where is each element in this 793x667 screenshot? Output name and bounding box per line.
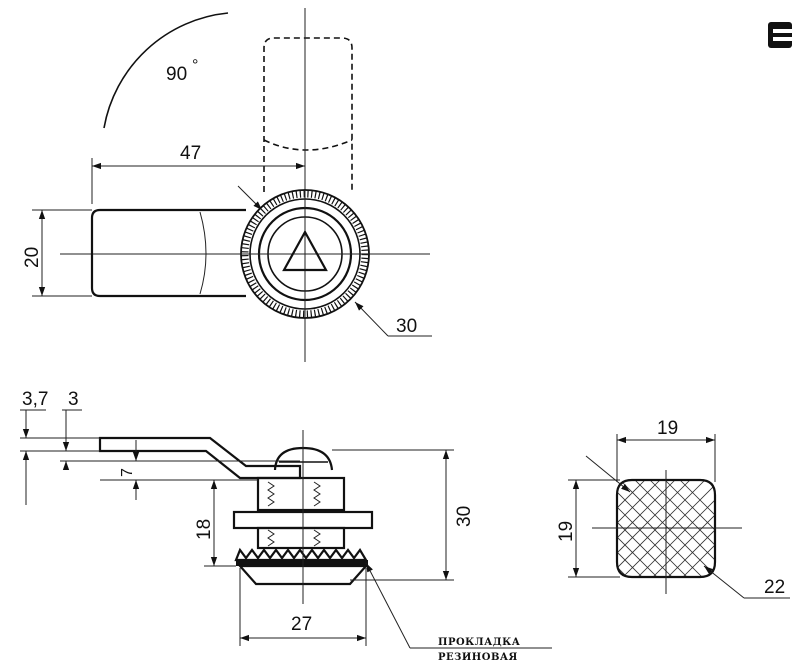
thread-marks-left <box>267 481 275 547</box>
lever-drop-label: 7 <box>119 468 136 477</box>
thread-marks-right <box>313 481 321 547</box>
lock-body-upper <box>256 476 346 512</box>
section-view: 19 19 22 <box>556 418 790 599</box>
lever-length-label: 47 <box>180 143 201 164</box>
lever-outline <box>90 208 246 298</box>
top-view: 90 ° 47 20 30 <box>22 8 432 362</box>
lever-width-label: 20 <box>22 247 43 268</box>
gasket-label-line2: РЕЗИНОВАЯ <box>438 652 518 663</box>
rotation-angle-label: 90 <box>166 64 187 85</box>
brand-logo-icon <box>768 22 792 48</box>
rubber-gasket <box>236 560 368 566</box>
gasket-label-line1: ПРОКЛАДКА <box>438 637 521 648</box>
section-width-label: 19 <box>657 418 678 439</box>
rotated-lever-fold <box>263 139 353 151</box>
section-diagonal-leader-upper <box>585 455 631 493</box>
triangle-key-slot <box>282 229 328 272</box>
rotated-lever-outline <box>263 37 353 192</box>
section-diagonal-label: 22 <box>764 577 785 598</box>
serrated-washer <box>234 547 368 562</box>
bezel <box>237 564 369 586</box>
side-view: 3,7 3 7 18 30 27 ПРОКЛАДКА РЕЗИНОВАЯ <box>20 389 552 663</box>
lever-fold <box>199 211 207 295</box>
knurl-diameter-label: 30 <box>396 316 417 337</box>
section-diagonal-leader-lower <box>703 565 745 599</box>
lock-body-lower <box>256 526 346 550</box>
section-outline <box>615 478 717 579</box>
rotation-arc <box>103 12 229 129</box>
knurl-leader-lower <box>354 301 389 337</box>
body-width-label: 27 <box>291 614 312 635</box>
offset-a-label: 3,7 <box>22 389 48 410</box>
thread-height-label: 18 <box>194 519 215 540</box>
section-height-label: 19 <box>556 521 577 542</box>
knurl-leader-upper <box>237 185 263 211</box>
rotation-degree-sign: ° <box>192 57 198 74</box>
gasket-leader <box>365 562 411 649</box>
total-height-label: 30 <box>454 506 475 527</box>
offset-b-label: 3 <box>68 389 79 410</box>
section-hatching <box>617 480 715 577</box>
